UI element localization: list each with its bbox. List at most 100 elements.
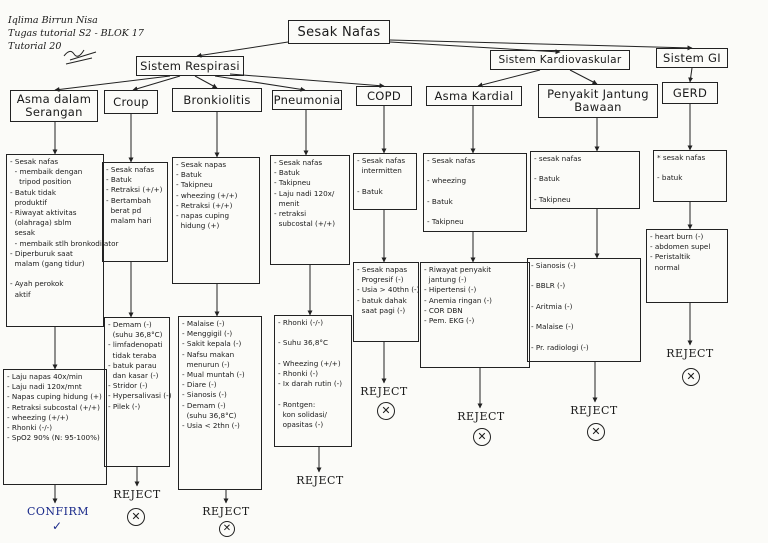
assignment-label: Tugas tutorial S2 - BLOK 17 <box>8 28 144 39</box>
list-item: - Ix darah rutin (-) <box>278 379 343 389</box>
list-item <box>278 328 348 338</box>
list-item: - Sesak napas <box>176 160 227 169</box>
system-respirasi: Sistem Respirasi <box>136 56 244 76</box>
symptoms-pneumonia: - Sesak nafas- Batuk- Takipneu- Laju nad… <box>270 155 350 265</box>
disease-gerd: GERD <box>662 82 718 104</box>
disease-pneumonia: Pneumonia <box>272 90 342 110</box>
list-item: - Takipneu <box>274 178 311 188</box>
findings-croup: - Demam (-) (suhu 36,8°C)- limfadenopati… <box>104 317 172 467</box>
list-item: produktif <box>10 197 47 207</box>
list-item: berat pd <box>106 205 142 215</box>
result-asma: CONFIRM <box>26 505 90 518</box>
disease-croup: Croup <box>104 90 158 114</box>
list-item: - Batuk tidak <box>10 187 56 197</box>
list-item: - Ayah perokok <box>10 279 64 289</box>
list-item: hidung (+) <box>176 221 220 231</box>
reject-x-icon: ✕ <box>473 428 491 446</box>
list-item: - Malaise (-) <box>531 322 574 332</box>
list-item: - Laju napas 40x/min <box>7 372 83 381</box>
list-item: - Hypersalivasi (-) <box>108 391 172 401</box>
system-kardiovaskular: Sistem Kardiovaskular <box>490 50 630 70</box>
findings-asma-kardial: - Riwayat penyakit jantung (-)- Hiperten… <box>420 262 530 368</box>
list-item: tidak teraba <box>108 350 157 360</box>
list-item: - batuk dahak <box>357 295 407 305</box>
list-item <box>10 269 100 279</box>
list-item: - Sesak nafas <box>274 158 323 167</box>
symptoms-gerd: * sesak nafas - batuk <box>653 150 727 202</box>
list-item: - Rhonki (-) <box>278 369 319 379</box>
result-pneumonia: REJECT <box>296 474 344 487</box>
list-item: - Sesak nafas <box>10 157 59 166</box>
list-item: - Bertambah <box>106 195 151 205</box>
symptoms-bronkiolitis: - Sesak napas- Batuk- Takipneu- wheezing… <box>172 157 260 284</box>
list-item: - Sianosis (-) <box>531 261 576 270</box>
list-item: malam hari <box>106 216 152 226</box>
list-item: - Usia > 40thn (-) <box>357 285 420 295</box>
list-item: - Peristaltik <box>650 252 691 262</box>
list-item: (suhu 36,8°C) <box>108 330 163 340</box>
result-pjb: REJECT <box>570 404 618 417</box>
author-name: Iqlima Birrun Nisa <box>8 15 98 26</box>
findings-gerd: - heart burn (-)- abdomen supel- Perista… <box>646 229 728 303</box>
list-item: - Retraksi (+/+) <box>176 200 233 210</box>
list-item: - Sesak nafas <box>427 156 476 165</box>
list-item: saat pagi (-) <box>357 305 406 315</box>
list-item <box>278 389 348 399</box>
list-item: - napas cuping <box>176 211 230 221</box>
list-item: - retraksi <box>274 209 307 219</box>
result-copd: REJECT <box>360 385 408 398</box>
list-item: menit <box>274 198 300 208</box>
list-item: - Rhonki (-/-) <box>278 318 324 327</box>
confirm-check-icon: ✓ <box>52 519 63 533</box>
list-item: kon solidasi/ <box>278 409 327 419</box>
list-item <box>657 163 723 173</box>
disease-pjb: Penyakit Jantung Bawaan <box>538 84 658 118</box>
list-item: - Riwayat penyakit <box>424 265 492 274</box>
list-item: - Batuk <box>534 174 560 184</box>
symptoms-asma-kardial: - Sesak nafas - wheezing - Batuk - Takip… <box>423 153 527 232</box>
list-item: normal <box>650 262 680 272</box>
list-item: menurun (-) <box>182 359 230 369</box>
list-item <box>534 185 636 195</box>
list-item: - Sesak nafas <box>106 165 155 174</box>
list-item: - membaik dengan <box>10 167 83 177</box>
list-item: - batuk parau <box>108 360 157 370</box>
list-item: - Aritmia (-) <box>531 301 573 311</box>
list-item: - Pem. EKG (-) <box>424 316 475 326</box>
list-item: - Demam (-) <box>182 400 226 410</box>
list-item: subcostal (+/+) <box>274 219 336 229</box>
list-item: - Sianosis (-) <box>182 390 227 400</box>
list-item: - BBLR (-) <box>531 281 566 291</box>
list-item <box>427 187 523 197</box>
list-item: - Rhonki (-/-) <box>7 423 53 433</box>
list-item: * sesak nafas <box>657 153 706 162</box>
list-item: (olahraga) sblm <box>10 218 72 228</box>
list-item: - Retraksi subcostal (+/+) <box>7 402 100 412</box>
list-item: - Takipneu <box>534 194 571 204</box>
list-item: - batuk <box>657 173 683 183</box>
list-item: intermitten <box>357 166 402 176</box>
list-item: - Batuk <box>357 186 383 196</box>
list-item: - Anemia ringan (-) <box>424 295 492 305</box>
list-item: - Takipneu <box>176 180 213 190</box>
list-item: aktif <box>10 289 31 299</box>
list-item: - limfadenopati <box>108 340 163 350</box>
list-item: - Napas cuping hidung (+) <box>7 392 102 402</box>
list-item <box>534 164 636 174</box>
list-item: - Nafsu makan <box>182 349 235 359</box>
list-item: - COR DBN <box>424 305 463 315</box>
list-item: - Sakit kepala (-) <box>182 339 242 349</box>
list-item <box>278 349 348 359</box>
list-item: - SpO2 90% (N: 95-100%) <box>7 433 100 443</box>
list-item: - Pilek (-) <box>108 401 141 411</box>
findings-bronkiolitis: - Malaise (-)- Menggigil (-)- Sakit kepa… <box>178 316 262 490</box>
list-item: - Laju nadi 120x/ <box>274 188 335 198</box>
findings-pneumonia: - Rhonki (-/-) - Suhu 36,8°C - Wheezing … <box>274 315 352 447</box>
list-item: - abdomen supel <box>650 242 711 252</box>
list-item: tripod position <box>10 177 72 187</box>
list-item: - Sesak nafas <box>357 156 406 165</box>
reject-x-icon: ✕ <box>682 368 700 386</box>
disease-copd: COPD <box>356 86 412 106</box>
reject-x-icon: ✕ <box>127 508 145 526</box>
